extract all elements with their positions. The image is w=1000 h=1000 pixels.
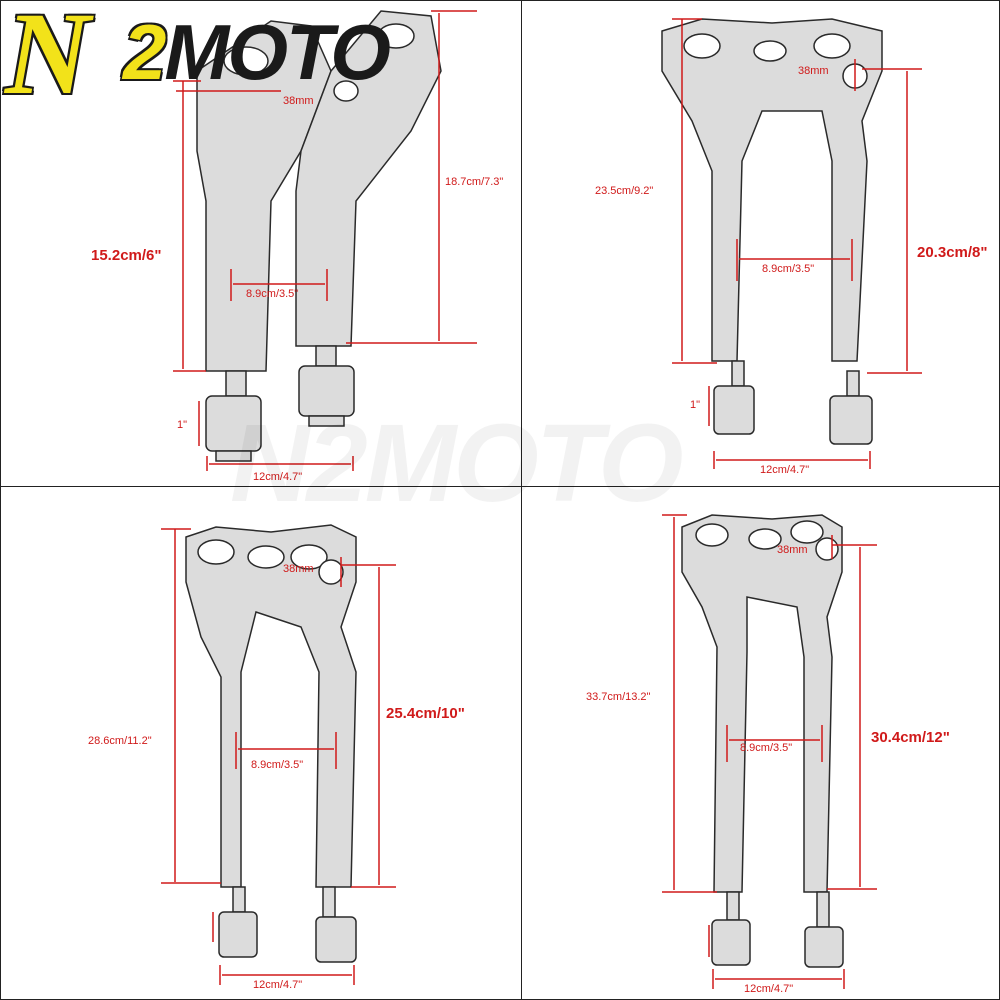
panel-8-inch-riser: 38mm 23.5cm/9.2" 20.3cm/8" 8.9cm/3.5" 1"…	[521, 0, 1000, 488]
riser-drawing-10-inch	[161, 524, 396, 985]
rise-label: 20.3cm/8"	[917, 244, 988, 261]
base-height-label: 1"	[690, 399, 701, 411]
logo-word-moto: MOTO	[164, 8, 391, 96]
total-height-label: 23.5cm/9.2"	[595, 185, 654, 197]
panel-12-inch-riser: 38mm 33.7cm/13.2" 30.4cm/12" 8.9cm/3.5" …	[521, 486, 1000, 1000]
riser-drawing-12-inch	[662, 514, 877, 989]
center-distance-label: 8.9cm/3.5"	[246, 288, 299, 300]
n2moto-logo: N 2MOTO	[5, 0, 405, 119]
watermark: N2MOTO	[230, 402, 684, 525]
logo-digit-2: 2	[123, 8, 166, 96]
base-width-label: 12cm/4.7"	[760, 464, 810, 476]
clamp-label: 38mm	[777, 544, 808, 556]
logo-letter-n: N	[5, 0, 91, 119]
rise-label: 25.4cm/10"	[386, 705, 465, 722]
total-height-label: 33.7cm/13.2"	[586, 691, 651, 703]
total-height-label: 18.7cm/7.3"	[445, 176, 504, 188]
center-distance-label: 8.9cm/3.5"	[251, 759, 304, 771]
clamp-label: 38mm	[798, 65, 829, 77]
clamp-label: 38mm	[283, 563, 314, 575]
base-width-label: 12cm/4.7"	[253, 471, 303, 483]
clamp-label: 38mm	[283, 95, 314, 107]
total-height-label: 28.6cm/11.2"	[88, 735, 152, 747]
riser-drawing-6-inch	[173, 10, 477, 471]
base-width-label: 12cm/4.7"	[253, 979, 303, 991]
riser-drawing-8-inch	[661, 18, 922, 469]
center-distance-label: 8.9cm/3.5"	[740, 742, 793, 754]
center-distance-label: 8.9cm/3.5"	[762, 263, 815, 275]
panel-10-inch-riser: 38mm 28.6cm/11.2" 25.4cm/10" 8.9cm/3.5" …	[0, 486, 523, 1000]
rise-label: 30.4cm/12"	[871, 729, 950, 746]
base-width-label: 12cm/4.7"	[744, 983, 794, 995]
panel-6-inch-riser: 38mm 18.7cm/7.3" 15.2cm/6" 8.9cm/3.5" 1"…	[0, 0, 523, 488]
base-height-label: 1"	[177, 419, 188, 431]
rise-label: 15.2cm/6"	[91, 247, 162, 264]
